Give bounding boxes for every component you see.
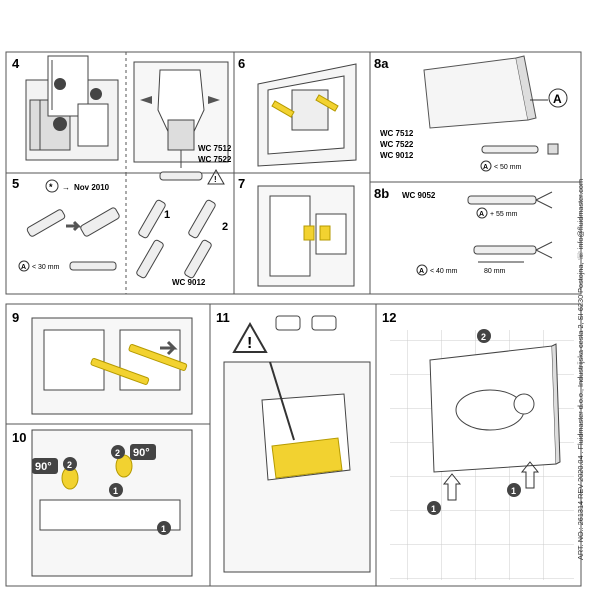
callout-a: A <box>476 207 488 219</box>
step-number: 6 <box>238 56 245 71</box>
badge-1 <box>53 78 102 131</box>
step-10-panel: 10 90° 90° 2 2 1 1 <box>12 429 193 577</box>
svg-text:1: 1 <box>113 486 118 496</box>
model-label: WC 9012 <box>172 278 206 287</box>
measure-label: + 55 mm <box>490 211 518 218</box>
svg-text:A: A <box>483 164 488 171</box>
step-number: 11 <box>216 310 230 325</box>
callout-a: A <box>18 260 30 272</box>
step-number: 9 <box>12 310 19 325</box>
angle-label: 90° <box>35 461 52 473</box>
svg-text:!: ! <box>247 335 252 352</box>
svg-text:2: 2 <box>481 332 486 342</box>
model-label: WC 7512 <box>380 129 414 138</box>
measure-label: < 50 mm <box>494 164 522 171</box>
svg-text:1: 1 <box>431 504 436 514</box>
model-label: WC 9012 <box>380 151 414 160</box>
callout-a: A <box>548 88 568 108</box>
callout-a: A <box>416 264 428 276</box>
step-number: 5 <box>12 176 19 191</box>
step-number: 4 <box>12 56 20 71</box>
warning-icon: ! <box>214 175 217 184</box>
step-9-panel: 9 <box>12 310 193 415</box>
svg-text:A: A <box>419 268 424 275</box>
arrow-label: 2 <box>222 221 228 233</box>
article-info: ART. NO.: 261314 REV 2020.04 . Fluidmast… <box>576 178 585 560</box>
step-8b-panel: 8b WC 9052 A + 55 mm A < 40 mm 80 mm <box>374 186 553 276</box>
badge-icon: 2 2 1 1 <box>63 445 171 535</box>
svg-text:*: * <box>49 182 53 192</box>
svg-text:1: 1 <box>511 486 516 496</box>
model-label: WC 9052 <box>402 191 436 200</box>
model-label: WC 7512 <box>198 144 232 153</box>
measure-label: < 40 mm <box>430 268 458 275</box>
step-7-panel: 7 <box>238 176 355 287</box>
angle-label: 90° <box>133 447 150 459</box>
up-arrow-icon <box>442 461 540 501</box>
step-number: 7 <box>238 176 245 191</box>
model-label: WC 7522 <box>198 155 232 164</box>
warning-icon: ! <box>232 321 268 353</box>
step-4-panel: 4 WC 7512 WC 7522 <box>12 55 232 168</box>
step-8a-panel: 8a A WC 7512 WC 7522 WC 9012 A < 50 mm <box>374 55 568 172</box>
svg-text:A: A <box>553 92 562 106</box>
bottom-grid <box>5 303 582 587</box>
step-number: 10 <box>12 430 26 445</box>
step-5-panel: 5 * → Nov 2010 A < 30 mm ! 1 2 W <box>12 168 228 287</box>
step-number: 8a <box>374 56 389 71</box>
dimension-label: 80 mm <box>484 268 506 275</box>
top-grid <box>5 51 582 295</box>
badge-icon: 2 1 1 <box>427 329 521 515</box>
step-number: 8b <box>374 186 389 201</box>
model-label: WC 7522 <box>380 140 414 149</box>
star-icon: * <box>45 179 59 193</box>
svg-text:2: 2 <box>67 460 72 470</box>
callout-a: A <box>480 160 492 172</box>
step-number: 12 <box>382 310 396 325</box>
svg-text:1: 1 <box>161 524 166 534</box>
svg-text:A: A <box>479 211 484 218</box>
measure-label: < 30 mm <box>32 264 60 271</box>
svg-text:2: 2 <box>115 448 120 458</box>
step-12-panel: 12 2 1 1 <box>382 310 574 580</box>
step-6-panel: 6 <box>238 56 357 167</box>
step-11-panel: 11 ! <box>216 310 371 573</box>
note-text: Nov 2010 <box>74 183 110 192</box>
svg-text:A: A <box>21 264 26 271</box>
svg-text:→: → <box>62 183 70 192</box>
arrow-label: 1 <box>164 209 170 221</box>
